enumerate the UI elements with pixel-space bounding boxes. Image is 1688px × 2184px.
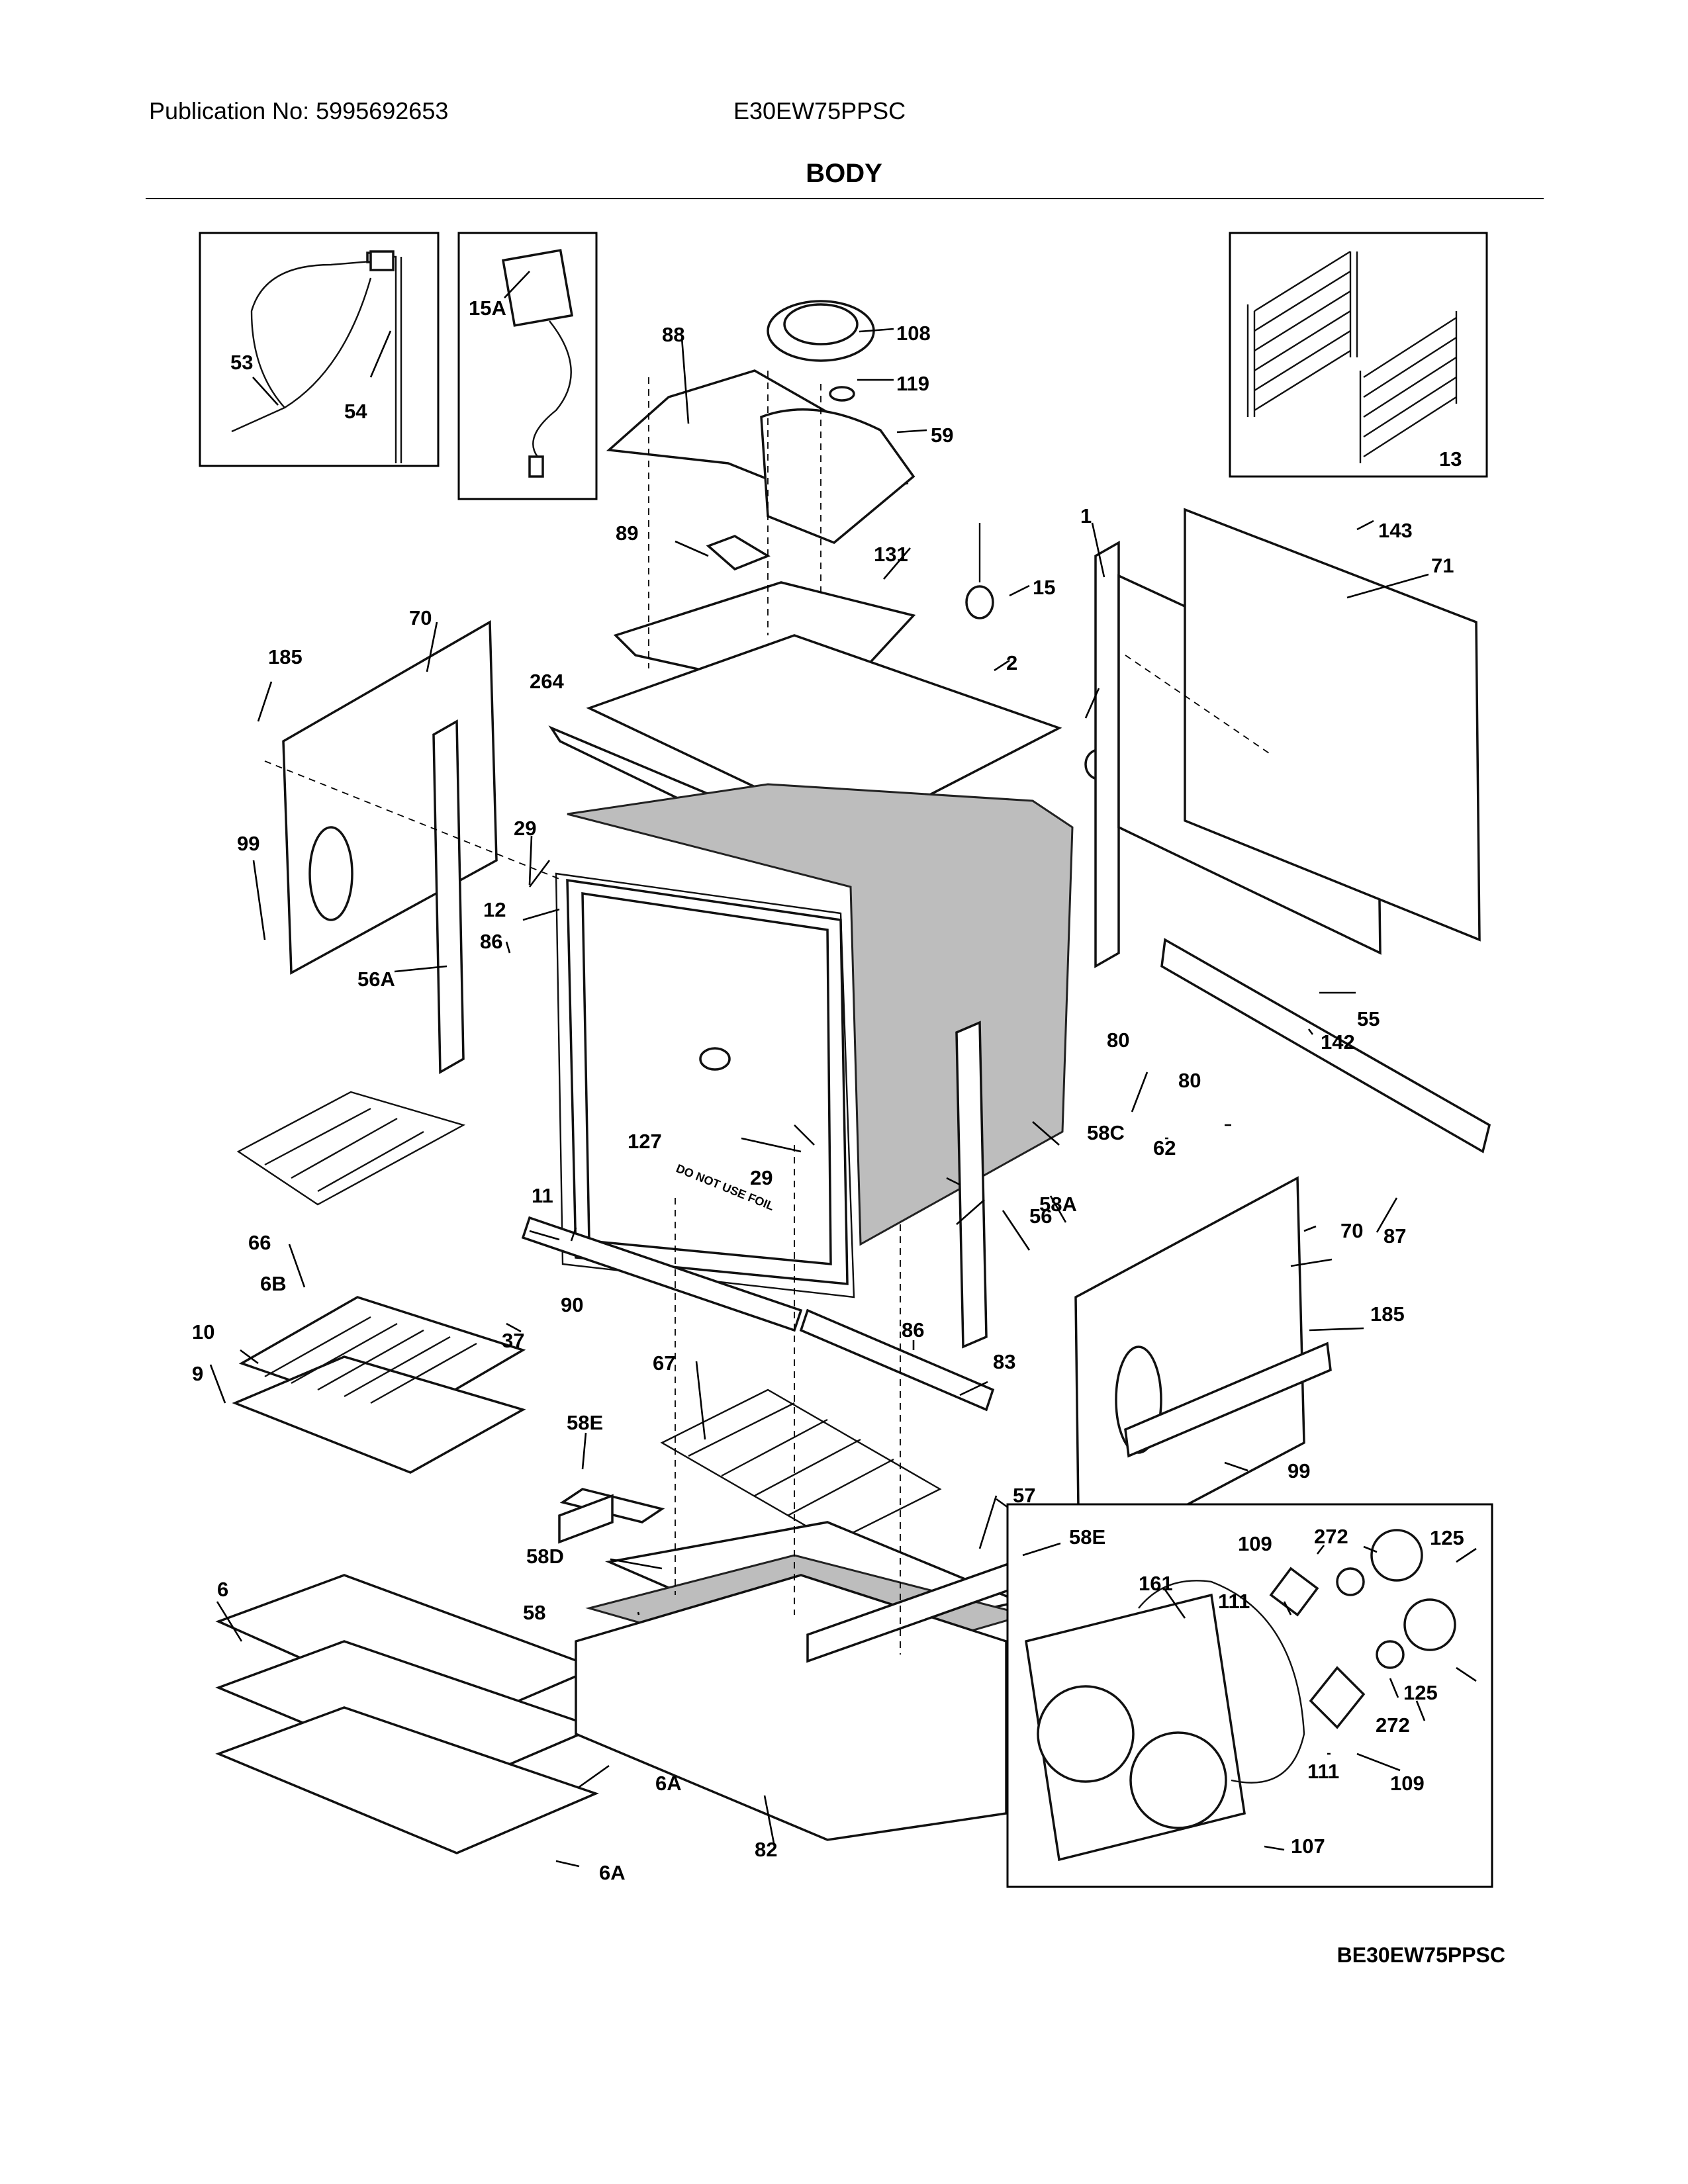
callout-71: 71 (1431, 554, 1454, 577)
callout-185-right: 185 (1370, 1302, 1405, 1326)
callout-15A: 15A (469, 296, 506, 320)
callout-11: 11 (532, 1184, 553, 1207)
diagram-code: BE30EW75PPSC (1336, 1943, 1505, 1967)
callout-12: 12 (483, 898, 506, 921)
callout-59: 59 (931, 424, 953, 447)
callout-58E-left: 58E (567, 1411, 603, 1434)
callout-185-left: 185 (268, 645, 303, 668)
callout-264: 264 (530, 670, 564, 693)
callout-53: 53 (230, 351, 253, 374)
header-divider (146, 198, 1544, 199)
callout-86-left: 86 (480, 930, 502, 953)
callout-37: 37 (502, 1329, 524, 1352)
callout-86-right: 86 (902, 1318, 924, 1342)
callout-107: 107 (1291, 1835, 1325, 1858)
callout-54: 54 (344, 400, 367, 423)
callout-62: 62 (1153, 1136, 1176, 1160)
inset-convection-fan-box (1006, 1503, 1493, 1888)
callout-119: 119 (896, 372, 929, 395)
callout-83: 83 (993, 1350, 1015, 1373)
callout-99-left: 99 (237, 832, 259, 855)
callout-111-bottom: 111 (1307, 1760, 1339, 1783)
callout-70-right: 70 (1340, 1219, 1363, 1242)
callout-56A: 56A (357, 968, 395, 991)
callout-56: 56 (1029, 1205, 1052, 1228)
callout-57: 57 (1013, 1484, 1035, 1507)
callout-127: 127 (628, 1130, 662, 1153)
callout-80-lower: 80 (1178, 1069, 1201, 1092)
callout-58E-right: 58E (1069, 1525, 1105, 1549)
callout-272-top: 272 (1314, 1525, 1348, 1548)
callout-87: 87 (1383, 1224, 1406, 1248)
callout-66: 66 (248, 1231, 271, 1254)
callout-89: 89 (616, 522, 638, 545)
callout-2: 2 (1006, 651, 1017, 674)
callout-70-left: 70 (409, 606, 432, 629)
callout-29-top: 29 (514, 817, 536, 840)
callout-109-top: 109 (1238, 1532, 1272, 1555)
callout-80-upper: 80 (1107, 1028, 1129, 1052)
panels-and-brackets (282, 508, 1491, 1564)
model-number: E30EW75PPSC (733, 97, 906, 124)
callout-125-top: 125 (1430, 1526, 1464, 1549)
callout-125-bottom: 125 (1403, 1681, 1438, 1704)
oven-cavity (555, 783, 1074, 1298)
callout-109-bottom: 109 (1390, 1772, 1425, 1795)
callout-82: 82 (755, 1838, 777, 1861)
callout-15: 15 (1033, 576, 1055, 599)
callout-6: 6 (217, 1578, 228, 1601)
callout-58D: 58D (526, 1545, 564, 1568)
callout-272-bottom: 272 (1376, 1713, 1410, 1737)
callout-6A-lower: 6A (599, 1861, 626, 1884)
callout-58C: 58C (1087, 1121, 1125, 1144)
inset-probe-box (199, 232, 440, 467)
callout-90: 90 (561, 1293, 583, 1316)
callout-58A: 58A (1039, 1193, 1077, 1216)
callout-29-center: 29 (750, 1166, 773, 1189)
publication-number: Publication No: 5995692653 (149, 97, 449, 124)
callout-99-right: 99 (1288, 1459, 1310, 1482)
callout-108: 108 (896, 322, 931, 345)
alignment-lines (264, 371, 1272, 1655)
part-number-callouts: 53 54 15A 13 88 108 119 59 89 131 15 1 1… (192, 296, 1464, 1884)
callout-142: 142 (1321, 1030, 1355, 1054)
callout-143: 143 (1378, 519, 1413, 542)
callout-131: 131 (874, 543, 908, 566)
callout-58: 58 (523, 1601, 545, 1624)
callout-6A-upper: 6A (655, 1772, 682, 1795)
callout-88: 88 (662, 323, 684, 346)
callout-13: 13 (1439, 447, 1462, 471)
callout-10: 10 (192, 1320, 214, 1343)
callout-55: 55 (1357, 1007, 1380, 1030)
callout-9: 9 (192, 1362, 203, 1385)
callout-161: 161 (1139, 1572, 1173, 1595)
inset-control-box (457, 232, 598, 500)
callout-111-top: 111 (1218, 1590, 1250, 1613)
page-title: BODY (806, 159, 882, 188)
callout-6B: 6B (260, 1272, 287, 1295)
callout-67: 67 (653, 1351, 675, 1375)
callout-1: 1 (1080, 504, 1092, 527)
elements-racks-floor (215, 1091, 1034, 1854)
inset-rack-supports-box (1229, 232, 1488, 478)
